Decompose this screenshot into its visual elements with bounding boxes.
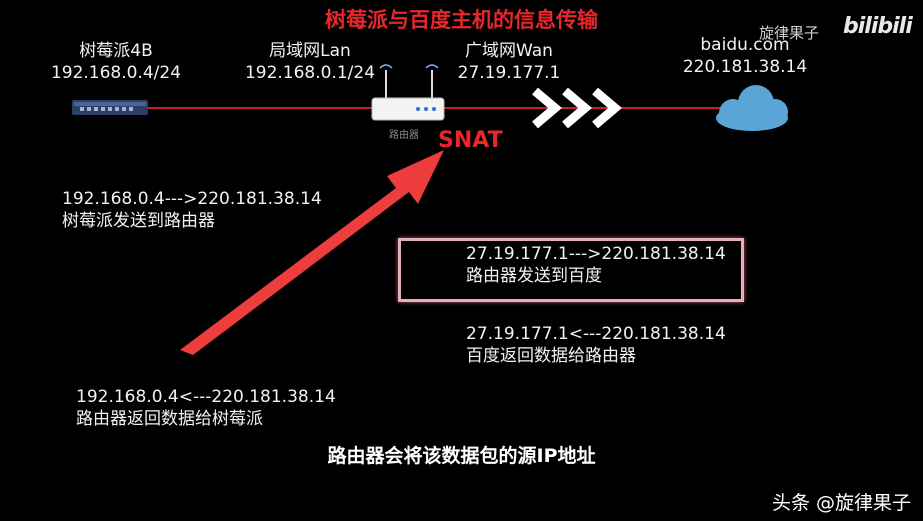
flow-step-2: 27.19.177.1--->220.181.38.14 路由器发送到百度: [466, 243, 726, 287]
lan-node-label: 局域网Lan 192.168.0.1/24: [240, 40, 380, 84]
uploader-watermark: 旋律果子: [759, 24, 820, 42]
forward-chevrons-icon: [532, 87, 622, 129]
router-label: 路由器: [389, 130, 419, 141]
diagram-title: 树莓派与百度主机的信息传输: [325, 8, 598, 32]
lan-name: 局域网Lan: [269, 41, 351, 61]
pi-node-label: 树莓派4B 192.168.0.4/24: [46, 40, 186, 84]
wan-ip: 27.19.177.1: [457, 63, 561, 83]
baidu-ip: 220.181.38.14: [682, 57, 808, 77]
pi-ip: 192.168.0.4/24: [50, 63, 182, 83]
wan-node-label: 广域网Wan 27.19.177.1: [444, 40, 574, 84]
router-icon: [371, 64, 445, 121]
flow-step-1: 192.168.0.4--->220.181.38.14 树莓派发送到路由器: [62, 188, 322, 232]
flow-step-4-address: 192.168.0.4<---220.181.38.14: [76, 387, 336, 407]
baidu-node-label: baidu.com 220.181.38.14: [680, 34, 810, 78]
flow-step-1-description: 树莓派发送到路由器: [62, 211, 215, 231]
footer-watermark: 头条 @旋律果子: [771, 492, 911, 514]
flow-step-4-description: 路由器返回数据给树莓派: [76, 409, 263, 429]
flow-step-3-description: 百度返回数据给路由器: [466, 346, 636, 366]
cloud-icon: [716, 85, 788, 131]
flow-step-3: 27.19.177.1<---220.181.38.14 百度返回数据给路由器: [466, 323, 726, 367]
flow-step-4: 192.168.0.4<---220.181.38.14 路由器返回数据给树莓派: [76, 386, 336, 430]
flow-step-1-address: 192.168.0.4--->220.181.38.14: [62, 189, 322, 209]
bilibili-logo: bilibili: [843, 14, 913, 39]
snat-label: SNAT: [438, 128, 503, 153]
snat-highlight-box: [398, 238, 744, 302]
flow-step-3-address: 27.19.177.1<---220.181.38.14: [466, 324, 726, 344]
pi-name: 树莓派4B: [79, 41, 153, 61]
lan-ip: 192.168.0.1/24: [244, 63, 376, 83]
wan-name: 广域网Wan: [465, 41, 553, 61]
flow-step-2-address: 27.19.177.1--->220.181.38.14: [466, 244, 726, 264]
flow-step-2-description: 路由器发送到百度: [466, 266, 602, 286]
bottom-caption: 路由器会将该数据包的源IP地址: [327, 445, 596, 467]
raspberry-pi-device-icon: [72, 100, 148, 115]
red-pointer-arrow: [180, 150, 444, 355]
baidu-name: baidu.com: [700, 35, 790, 55]
